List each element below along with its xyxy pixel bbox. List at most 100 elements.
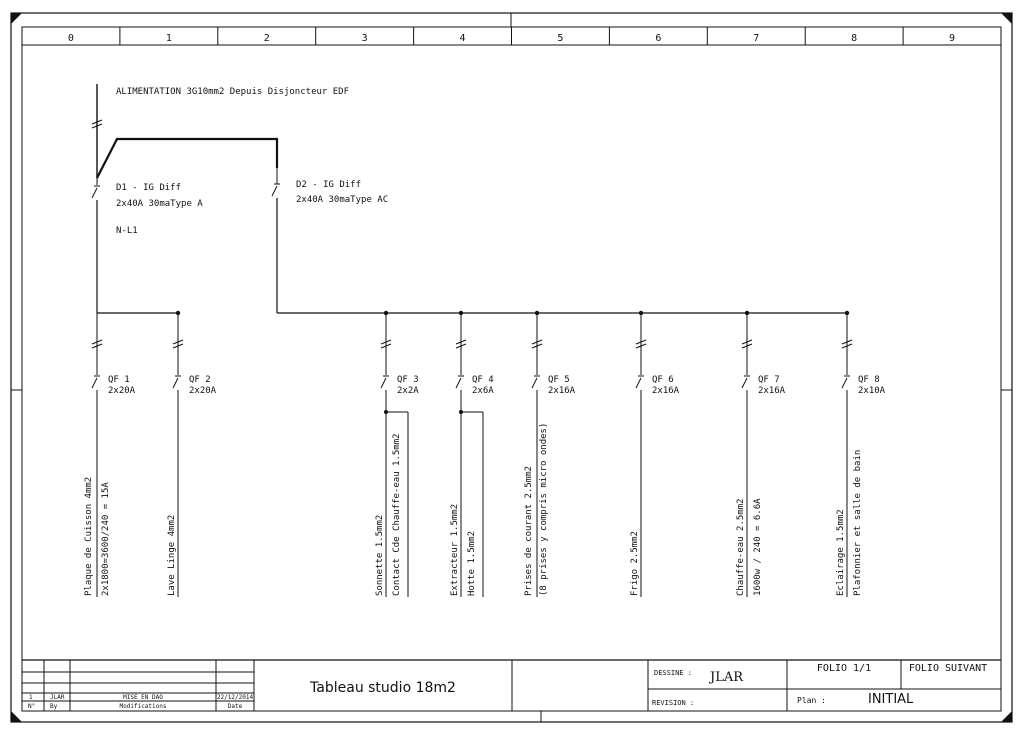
breaker-blade	[455, 377, 462, 389]
dessine-value: JLAR	[708, 670, 744, 685]
breaker-d1-name: D1 - IG Diff	[116, 183, 181, 193]
dessine-label: DESSINE :	[654, 669, 692, 677]
circuit-id: QF 1	[108, 375, 130, 385]
cable-mark	[741, 343, 753, 349]
breaker-d2-symbol	[271, 168, 280, 313]
cable-mark	[172, 343, 184, 349]
column-label: 7	[753, 33, 759, 44]
column-label: 6	[655, 33, 661, 44]
column-label: 8	[851, 33, 857, 44]
breaker-blade	[380, 377, 387, 389]
corner-mark-top-left	[11, 13, 22, 24]
breaker-d2-rating: 2x40A 30maType AC	[296, 195, 388, 205]
circuit-description: Hotte 1.5mm2	[467, 531, 477, 596]
circuit-rating: 2x2A	[397, 386, 419, 396]
header-by: By	[50, 703, 58, 710]
supply-cable-mark	[91, 119, 103, 129]
cable-mark	[380, 339, 392, 345]
cable-mark	[531, 343, 543, 349]
revision-date: 22/12/2014	[217, 694, 254, 701]
revision-by: JLAR	[50, 694, 65, 701]
circuit-description: Plafonnier et salle de bain	[853, 450, 863, 596]
circuit-description: 2x1800=3600/240 = 15A	[101, 482, 111, 596]
cable-mark	[91, 343, 103, 349]
column-label: 1	[166, 33, 172, 44]
circuit-rating: 2x16A	[652, 386, 680, 396]
breaker-d2-name: D2 - IG Diff	[296, 180, 361, 190]
folio-label: FOLIO 1/1	[817, 663, 871, 674]
drawing-title: Tableau studio 18m2	[309, 680, 456, 696]
cable-mark	[841, 339, 853, 345]
circuit-id: QF 4	[472, 375, 494, 385]
column-label: 2	[264, 33, 270, 44]
circuit-description: Chauffe-eau 2.5mm2	[736, 498, 746, 596]
breaker-blade	[531, 377, 538, 389]
title-block	[22, 659, 1001, 711]
corner-mark-top-right	[1001, 13, 1012, 24]
breaker-blade	[635, 377, 642, 389]
breaker-blade	[172, 377, 179, 389]
outer-frame	[10, 12, 1013, 723]
cable-mark	[172, 339, 184, 345]
circuit-id: QF 5	[548, 375, 570, 385]
supply-label: ALIMENTATION 3G10mm2 Depuis Disjoncteur …	[116, 87, 349, 97]
revision-number: 1	[29, 694, 33, 701]
circuit-description: Frigo 2.5mm2	[630, 531, 640, 596]
plan-label: Plan :	[797, 696, 826, 705]
circuit-description: Plaque de Cuisson 4mm2	[84, 477, 94, 596]
cable-mark	[91, 339, 103, 345]
circuit-description: Prises de courant 2.5mm2	[524, 466, 534, 596]
circuit-rating: 2x20A	[189, 386, 217, 396]
breaker-blade	[841, 377, 848, 389]
circuit-rating: 2x10A	[858, 386, 886, 396]
circuit-rating: 2x20A	[108, 386, 136, 396]
circuit-id: QF 8	[858, 375, 880, 385]
circuit-description: (8 prises y compris micro ondes)	[539, 423, 549, 596]
column-dividers	[119, 27, 904, 45]
cable-mark	[741, 339, 753, 345]
circuit-rating: 2x6A	[472, 386, 494, 396]
circuit-id: QF 3	[397, 375, 419, 385]
plan-value: INITIAL	[868, 692, 914, 707]
main-bus	[96, 137, 279, 179]
header-number: N°	[28, 703, 35, 710]
folio-suivant-label: FOLIO SUIVANT	[909, 663, 987, 674]
column-label: 9	[949, 33, 955, 44]
cable-mark	[455, 343, 467, 349]
column-label: 4	[460, 33, 466, 44]
circuit-id: QF 6	[652, 375, 674, 385]
cable-mark	[841, 343, 853, 349]
header-date: Date	[228, 703, 243, 710]
circuit-description: 1600w / 240 = 6.6A	[753, 498, 763, 596]
breaker-d1-symbol	[91, 178, 100, 313]
circuit-description: Contact Cde Chauffe-eau 1.5mm2	[392, 433, 402, 596]
breaker-blade	[91, 377, 98, 389]
revision-modification: MISE EN DAO	[123, 694, 163, 701]
circuit-description: Extracteur 1.5mm2	[450, 504, 460, 596]
header-modifications: Modifications	[120, 703, 167, 710]
column-label: 3	[362, 33, 368, 44]
cable-mark	[455, 339, 467, 345]
revision-label: REVISION :	[652, 699, 694, 707]
cable-mark	[635, 343, 647, 349]
circuit-id: QF 7	[758, 375, 780, 385]
column-label: 5	[557, 33, 563, 44]
circuit-id: QF 2	[189, 375, 211, 385]
corner-mark-bottom-left	[11, 711, 22, 722]
circuit-description: Lave Linge 4mm2	[167, 515, 177, 596]
inner-frame	[21, 26, 1002, 712]
corner-mark-bottom-right	[1001, 711, 1012, 722]
cable-mark	[380, 343, 392, 349]
circuit-description: Sonnette 1.5mm2	[375, 515, 385, 596]
